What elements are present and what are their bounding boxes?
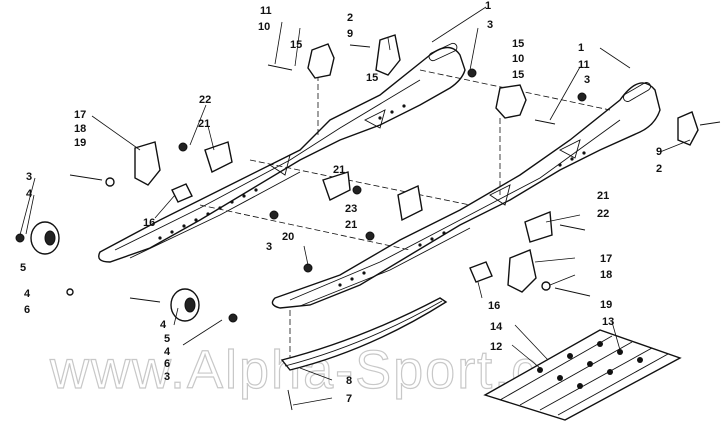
callout-15-d: 15: [512, 69, 524, 81]
nut-23: [352, 185, 362, 195]
bracket-21-d: [524, 210, 553, 243]
block-17-a: [134, 141, 161, 186]
washer-18-b: [541, 281, 551, 291]
callout-4-d: 4: [164, 346, 171, 358]
callout-1: 1: [485, 0, 491, 12]
leader-lines: [19, 6, 691, 406]
cross-shaft-rear: [199, 204, 411, 251]
cross-shaft-top: [419, 69, 611, 111]
callout-4: 4: [26, 188, 33, 200]
bracket-2-9: [375, 34, 401, 76]
callout-4-c: 4: [160, 319, 167, 331]
callout-10: 10: [258, 21, 270, 33]
callout-22-b: 22: [597, 208, 609, 220]
bolt-2: [349, 44, 371, 48]
callout-19: 19: [74, 137, 86, 149]
callout-3: 3: [487, 19, 493, 31]
callout-21: 21: [198, 118, 210, 130]
callout-3-d: 3: [266, 241, 272, 253]
block-17-b: [507, 249, 537, 293]
callout-21-d: 21: [597, 190, 609, 202]
end-block-9: [677, 111, 699, 146]
nut-20-b: [365, 231, 375, 241]
callout-3-b: 3: [584, 74, 590, 86]
spacer-16-b: [469, 261, 493, 283]
callout-18-b: 18: [600, 269, 612, 281]
washer-18-a: [105, 177, 115, 187]
callout-6: 6: [24, 304, 30, 316]
callout-20: 20: [282, 231, 294, 243]
callout-15-c: 15: [512, 38, 524, 50]
callout-12: 12: [490, 341, 502, 353]
bracket-21-c: [397, 184, 423, 222]
callout-5-b: 5: [164, 333, 170, 345]
callout-9-b: 9: [656, 146, 662, 158]
callout-9: 9: [347, 28, 353, 40]
callout-3-c: 3: [26, 171, 32, 183]
wear-strip: [280, 297, 448, 371]
callout-11: 11: [260, 5, 272, 17]
block-10: [307, 43, 335, 79]
cross-shaft-front: [249, 159, 471, 206]
washer-4: [66, 288, 74, 296]
bolt-19-b: [554, 287, 591, 297]
callout-23: 23: [345, 203, 357, 215]
bracket-21-b: [322, 171, 351, 201]
nut-3-a: [15, 233, 25, 243]
hardware-parts: [15, 34, 721, 411]
block-10-b: [495, 84, 527, 119]
callout-17: 17: [74, 109, 86, 121]
callout-18: 18: [74, 123, 86, 135]
bolt-2-right: [699, 121, 721, 126]
nut-20: [269, 210, 279, 220]
nut-3-top: [467, 68, 477, 78]
callout-14: 14: [490, 321, 503, 333]
callout-11-b: 11: [578, 59, 590, 71]
callout-15-b: 15: [366, 72, 378, 84]
screw-7: [287, 389, 293, 411]
callout-6-b: 6: [164, 358, 170, 370]
callout-10-b: 10: [512, 53, 524, 65]
callout-7: 7: [346, 393, 352, 405]
callout-8: 8: [346, 375, 352, 387]
callout-16-b: 16: [488, 300, 500, 312]
bracket-21-a: [204, 141, 233, 173]
callout-2-b: 2: [656, 163, 662, 175]
track-section: [483, 329, 682, 421]
spacer-16-a: [171, 183, 193, 203]
rear-slide-rail: [98, 42, 466, 263]
callout-13: 13: [602, 316, 614, 328]
callout-5: 5: [20, 262, 26, 274]
callout-21-b: 21: [333, 164, 345, 176]
callout-15: 15: [290, 39, 302, 51]
callout-3-e: 3: [164, 371, 170, 383]
callout-17-b: 17: [600, 253, 612, 265]
callout-labels: 1 10 11 2 3 9 15 15 15 10 11 15 3 1 9 2 …: [20, 0, 662, 405]
callout-21-c: 21: [345, 219, 357, 231]
front-slide-rail: [271, 82, 661, 309]
nut-3-mid: [303, 263, 313, 273]
callout-4-b: 4: [24, 288, 31, 300]
callout-22: 22: [199, 94, 211, 106]
callout-2: 2: [347, 12, 353, 24]
nut-3-right: [577, 92, 587, 102]
nut-22-a: [178, 142, 188, 152]
pin-11-b: [534, 119, 556, 125]
callout-19-b: 19: [600, 299, 612, 311]
bolt-22: [559, 224, 586, 231]
nut-3-low: [228, 313, 238, 323]
bolt-4: [129, 297, 161, 303]
callout-1-b: 1: [578, 42, 584, 54]
callout-16: 16: [143, 217, 155, 229]
bolt-19-a: [69, 174, 103, 181]
pin-11-a: [267, 64, 293, 71]
